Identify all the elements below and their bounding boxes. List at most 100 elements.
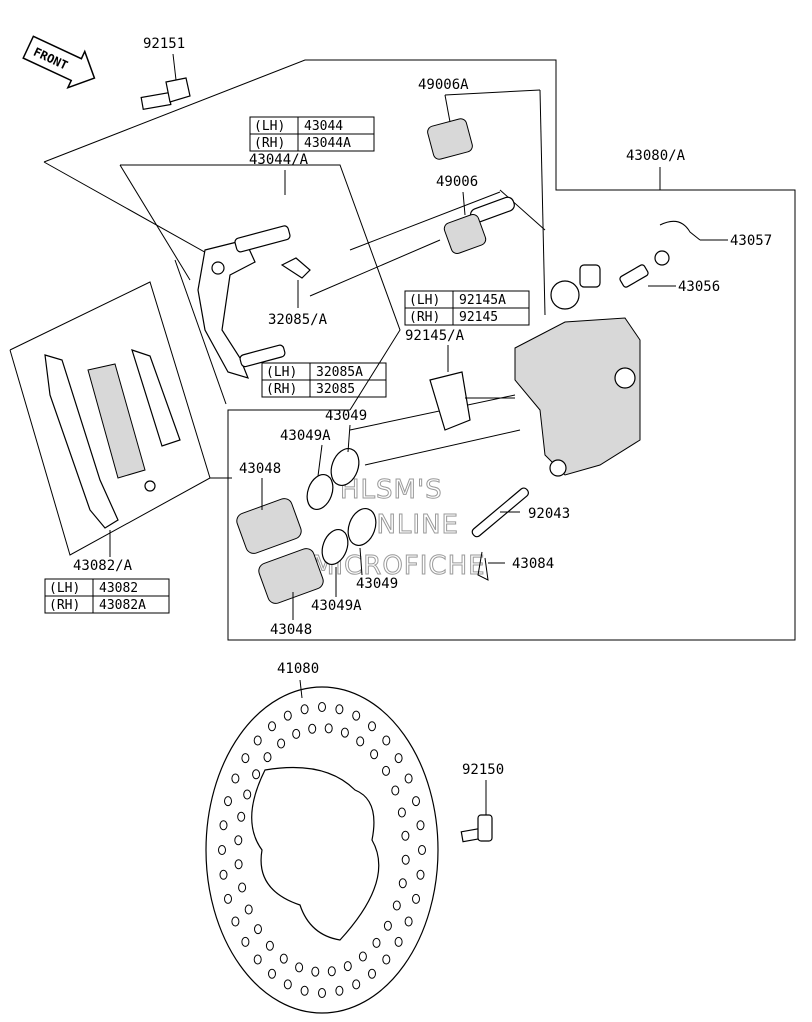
disc-hole <box>401 830 410 841</box>
disc-hole <box>283 710 292 721</box>
table-92145-r1-side: (LH) <box>409 293 440 308</box>
disc-hole <box>343 961 352 972</box>
disc-hole <box>300 704 309 715</box>
disc-hole <box>352 710 361 721</box>
table-43082: (LH) 43082 (RH) 43082A <box>44 578 170 614</box>
disc-hole <box>295 962 304 973</box>
brake-disc-41080-icon <box>205 679 439 1014</box>
disc-hole <box>277 738 286 749</box>
disc-hole <box>238 882 247 893</box>
disc-hole <box>416 820 425 831</box>
disc-hole <box>300 985 309 996</box>
label-43084: 43084 <box>512 556 554 572</box>
disc-hole <box>253 735 262 746</box>
bolt-92150-icon <box>460 780 493 843</box>
bolt-92151-icon <box>140 53 191 111</box>
label-41080: 41080 <box>277 661 319 677</box>
label-43056: 43056 <box>678 279 720 295</box>
table-32085-r1-part: 32085A <box>316 365 363 380</box>
disc-hole <box>265 940 274 951</box>
label-92150: 92150 <box>462 762 504 778</box>
disc-hole <box>218 845 226 855</box>
disc-hole <box>263 752 272 763</box>
disc-hole <box>412 893 420 904</box>
table-32085: (LH) 32085A (RH) 32085 <box>261 362 387 398</box>
disc-hole <box>219 869 228 880</box>
disc-hole <box>382 954 391 965</box>
pad-spring-32085-icon <box>280 257 311 308</box>
leader-lines <box>109 167 728 620</box>
disc-hole <box>231 773 240 784</box>
label-43049A-bottom: 43049A <box>311 598 362 614</box>
disc-hole <box>401 854 410 865</box>
disc-hole <box>398 878 407 889</box>
disc-hole <box>318 702 326 712</box>
table-32085-r2-part: 32085 <box>316 382 355 397</box>
disc-hole <box>324 723 333 734</box>
table-43082-r2-side: (RH) <box>49 598 80 613</box>
table-92145-r2-part: 92145 <box>459 310 498 325</box>
pad-spring-92145-icon <box>429 371 515 431</box>
disc-hole <box>308 723 317 734</box>
caliper-body-43080-icon <box>514 264 641 477</box>
label-43057: 43057 <box>730 233 772 249</box>
front-arrow-icon: FRONT <box>22 35 96 90</box>
disc-hole <box>368 968 376 979</box>
label-43082A: 43082/A <box>73 558 133 574</box>
watermark-line-1: HLSM'S <box>340 475 443 505</box>
table-43082-r2-part: 43082A <box>99 598 146 613</box>
table-43082-r1-side: (LH) <box>49 581 80 596</box>
disc-hole <box>416 869 425 880</box>
label-92043: 92043 <box>528 506 570 522</box>
disc-hole <box>397 807 406 818</box>
disc-hole <box>254 924 262 935</box>
disc-hole <box>244 904 253 915</box>
disc-hole <box>268 721 276 732</box>
table-32085-r1-side: (LH) <box>266 365 297 380</box>
table-43044-r1-part: 43044 <box>304 119 343 134</box>
pistons-43048-icon <box>236 498 324 604</box>
disc-hole <box>394 936 403 947</box>
label-43049-bottom: 43049 <box>356 576 398 592</box>
label-92145A: 92145/A <box>405 328 465 344</box>
disc-hole <box>224 796 232 807</box>
bleeder-cap-43057-icon <box>654 220 701 266</box>
disc-hole <box>268 968 276 979</box>
label-43044A: 43044/A <box>249 152 309 168</box>
table-92145-r2-side: (RH) <box>409 310 440 325</box>
brake-pads-43082-icon <box>44 349 181 529</box>
table-43044-r2-side: (RH) <box>254 136 285 151</box>
disc-hole <box>418 845 426 855</box>
part-labels: 92151 49006A 43044/A 49006 43080/A 43057… <box>73 36 772 778</box>
label-32085A: 32085/A <box>268 312 328 328</box>
disc-hole <box>224 893 232 904</box>
label-49006: 49006 <box>436 174 478 190</box>
disc-hole <box>241 753 250 764</box>
disc-hole <box>382 765 390 776</box>
table-32085-r2-side: (RH) <box>266 382 297 397</box>
slide-pin-49006A-icon <box>427 94 473 160</box>
disc-hole <box>219 820 228 831</box>
label-43080A: 43080/A <box>626 148 686 164</box>
piston-seals-43049-icon <box>306 448 377 566</box>
table-43044: (LH) 43044 (RH) 43044A <box>249 116 375 152</box>
disc-hole <box>243 789 252 800</box>
disc-hole <box>372 937 381 948</box>
label-43049A-top: 43049A <box>280 428 331 444</box>
table-43082-r1-part: 43082 <box>99 581 138 596</box>
slide-pin-49006-icon <box>443 191 515 255</box>
disc-hole <box>394 753 403 764</box>
disc-hole <box>234 835 243 846</box>
disc-hole <box>356 736 365 747</box>
disc-hole <box>234 859 243 870</box>
disc-hole <box>368 721 376 732</box>
disc-hole <box>335 704 344 715</box>
assembly-outlines <box>9 59 796 641</box>
disc-hole <box>412 796 420 807</box>
table-92145: (LH) 92145A (RH) 92145 <box>404 290 530 326</box>
label-43048-bottom: 43048 <box>270 622 312 638</box>
disc-hole <box>391 785 400 796</box>
disc-hole <box>404 773 413 784</box>
pad-pin-92043-icon <box>471 487 529 538</box>
